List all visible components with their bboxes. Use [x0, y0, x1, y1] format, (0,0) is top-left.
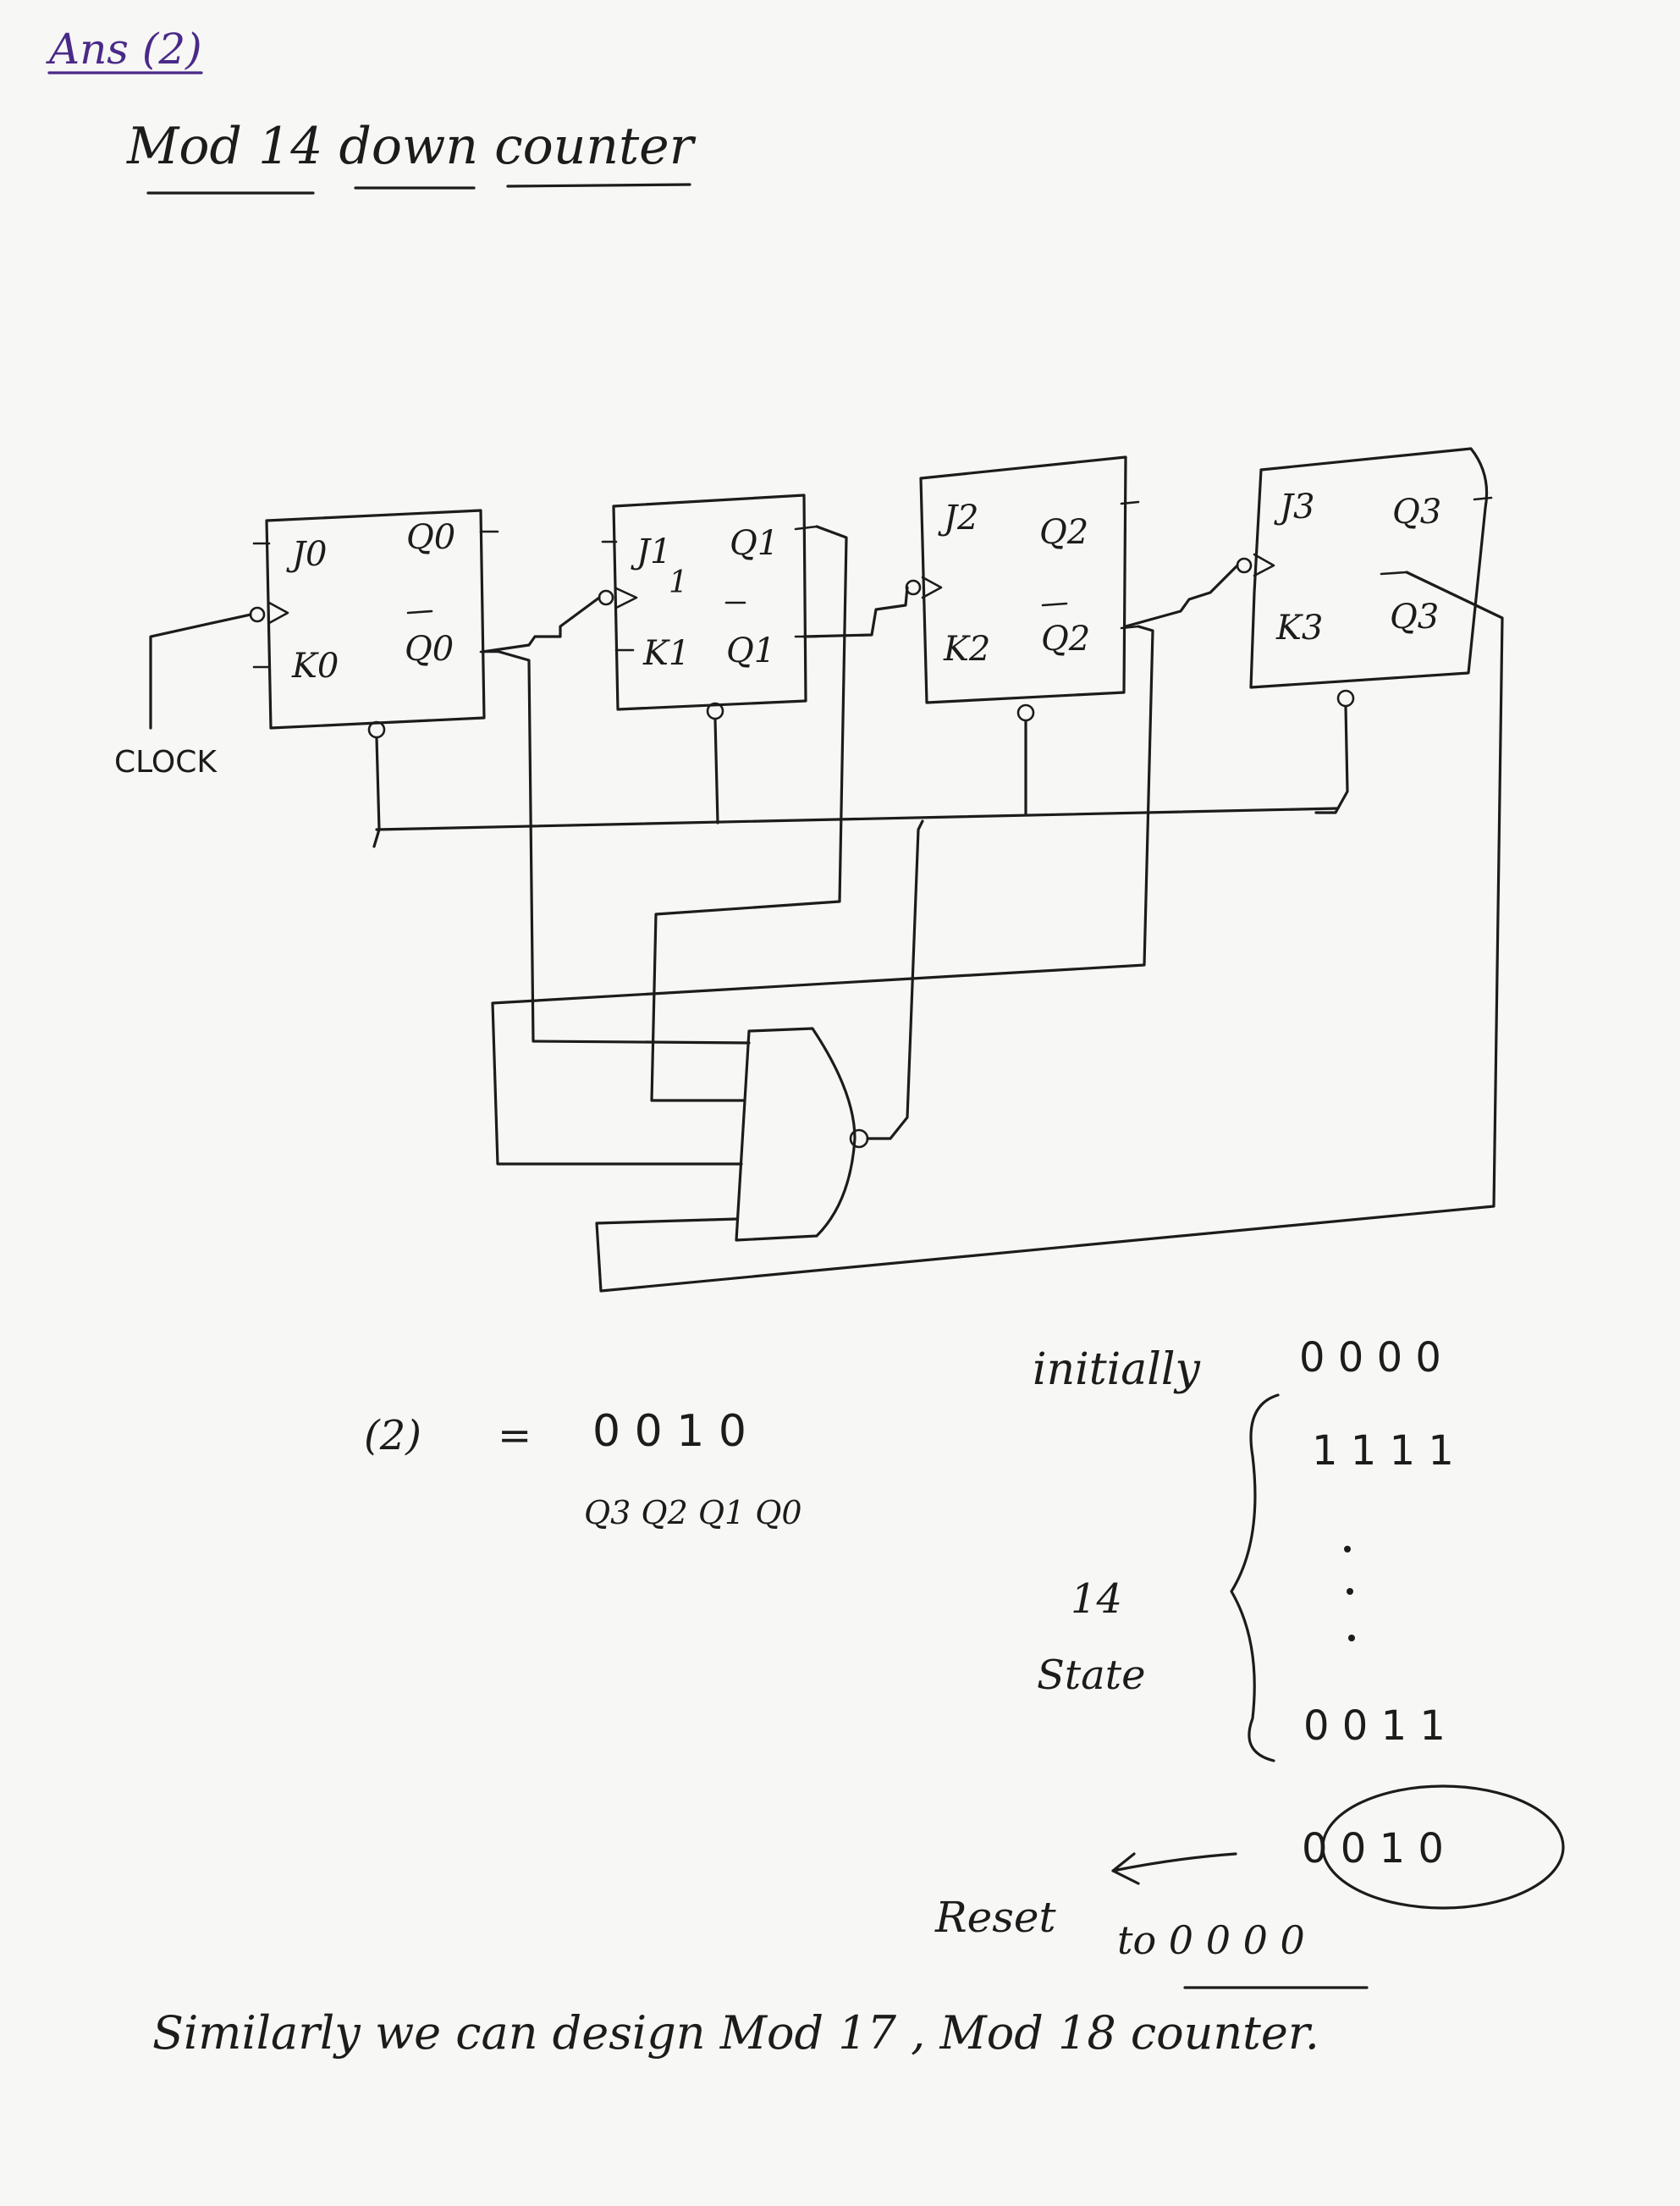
ripple-wire-2-3 [1124, 564, 1239, 628]
clock-wire [149, 613, 252, 730]
ff3-qbar-label: Q3 [1390, 598, 1439, 637]
and-input-q3bar [595, 571, 1504, 1293]
ff1-k-label: K1 [642, 634, 690, 673]
ff3-j-label: J3 [1274, 488, 1314, 527]
and-gate-output-bubble [849, 1128, 869, 1149]
initial-state: 0 0 0 0 [1299, 1334, 1441, 1382]
initially-label: initially [1033, 1344, 1201, 1395]
title-underline-3 [506, 183, 691, 188]
second-state: 1 1 1 1 [1312, 1427, 1454, 1475]
equation-bits: 0 0 1 0 [592, 1406, 746, 1457]
and-input-q1 [650, 525, 848, 1102]
reset-drop-1 [713, 718, 719, 824]
footer-note: Similarly we can design Mod 17 , Mod 18 … [152, 2006, 1319, 2060]
ff1-j-value: 1 [669, 565, 688, 600]
equation-eq: = [498, 1412, 532, 1459]
reset-target: to 0 0 0 0 [1117, 1917, 1305, 1963]
ff1-j-label: J1 [631, 532, 671, 571]
flip-flop-0: J0 K0 Q0 Q0 [249, 509, 501, 739]
ff2-qbar-label: Q2 [1041, 620, 1090, 659]
reset-arrow [1111, 1852, 1237, 1885]
state-word: State [1037, 1652, 1145, 1699]
reset-state-circle [1321, 1784, 1565, 1910]
flip-flop-2: J2 K2 Q2 Q2 [905, 455, 1140, 722]
ff1-qbar-label: Q1 [726, 631, 775, 670]
ripple-wire-0-1 [481, 596, 601, 654]
and-input-q2bar [491, 625, 1154, 1166]
ff0-j-label: J0 [286, 535, 327, 574]
last-state: 0 0 1 1 [1303, 1702, 1446, 1750]
ff1-q-label: Q1 [730, 524, 779, 563]
and-output-wire [866, 819, 924, 1140]
ff0-q-label: Q0 [406, 518, 455, 557]
and-input-q0bar [498, 650, 751, 1045]
ripple-wire-1-2 [802, 586, 909, 638]
and-gate [735, 1027, 857, 1242]
ff3-q-label: Q3 [1392, 493, 1441, 532]
page-title: Mod 14 down counter [126, 117, 697, 176]
reset-state: 0 0 1 0 [1302, 1825, 1444, 1872]
reset-label: Reset [934, 1893, 1056, 1942]
flip-flop-3: J3 K3 Q3 Q3 [1236, 447, 1493, 708]
equation-vars: Q3 Q2 Q1 Q0 [584, 1494, 802, 1531]
reset-bus [375, 807, 1339, 831]
reset-drop-3 [1314, 705, 1349, 814]
ff3-k-label: K3 [1275, 609, 1323, 648]
ff0-qbar-label: Q0 [405, 630, 454, 669]
ff2-j-label: J2 [938, 499, 978, 538]
ff0-k-label: K0 [291, 647, 339, 686]
answer-label: Ans (2) [46, 25, 202, 74]
ellipsis-dot-3 [1348, 1635, 1355, 1641]
state-count: 14 [1071, 1575, 1122, 1623]
state-brace [1230, 1393, 1280, 1762]
ellipsis-dot-2 [1347, 1588, 1353, 1595]
flip-flop-1: J1 1 K1 Q1 Q1 [598, 494, 818, 720]
ff2-q-label: Q2 [1039, 513, 1088, 552]
clock-label: CLOCK [114, 745, 218, 780]
ff2-k-label: K2 [943, 630, 990, 669]
equation-lhs: (2) [364, 1412, 421, 1459]
ellipsis-dot-1 [1344, 1546, 1351, 1552]
